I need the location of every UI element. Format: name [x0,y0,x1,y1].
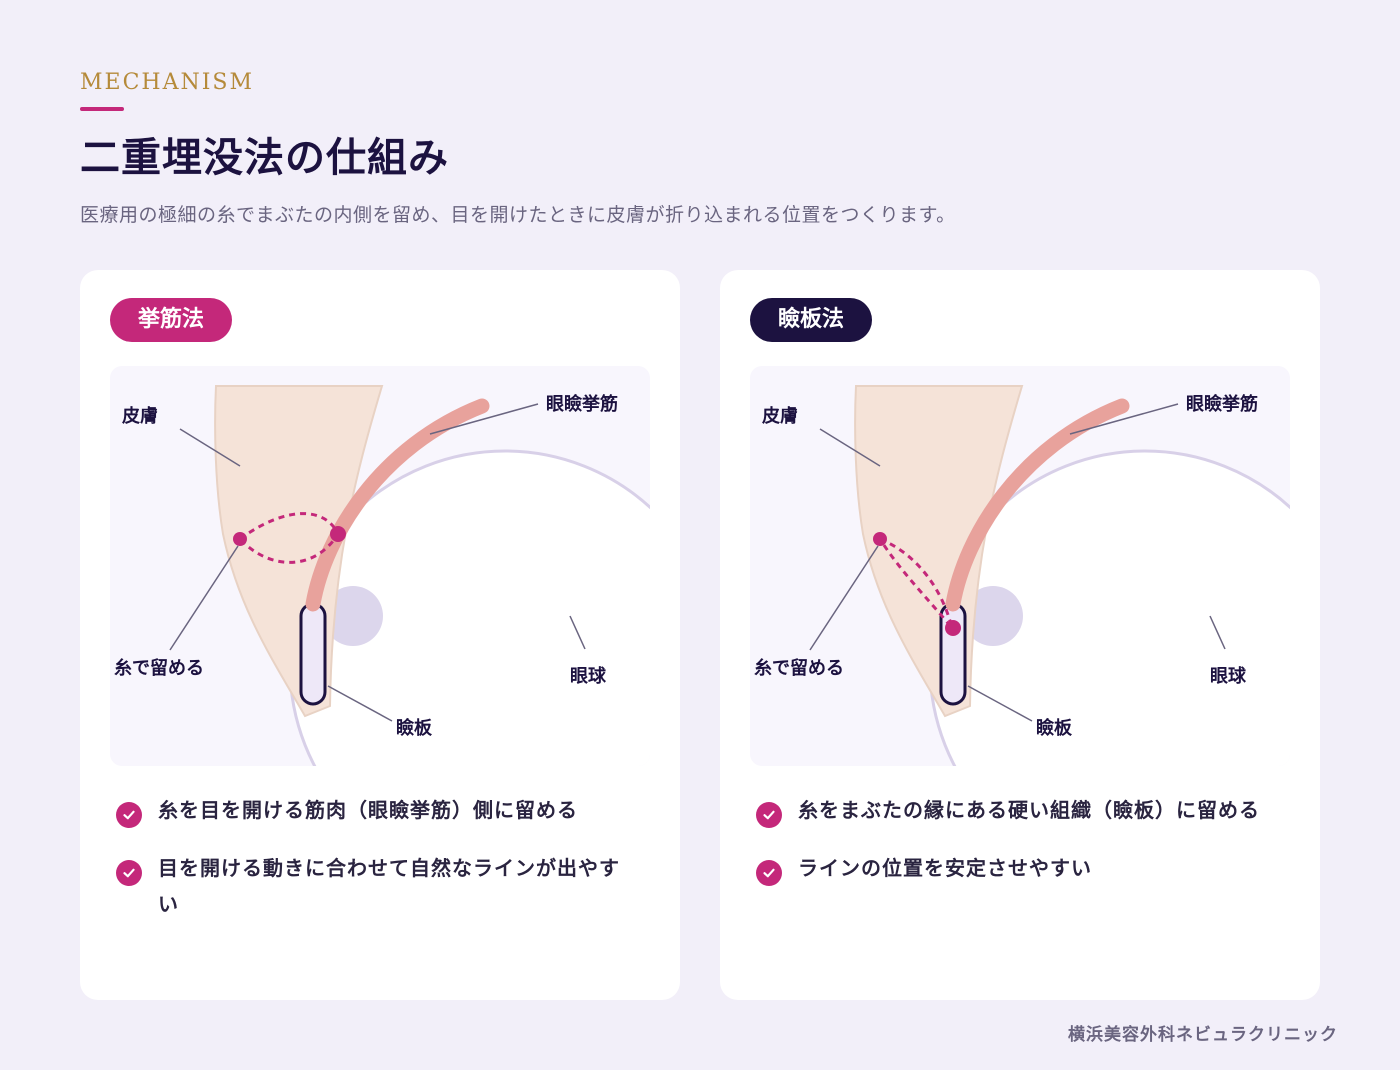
skin-shape [214,385,384,718]
skin-shape [854,385,1024,718]
page-subtitle: 医療用の極細の糸でまぶたの内側を留め、目を開けたときに皮膚が折り込まれる位置をつ… [80,204,956,226]
tarsus-leader-line [967,685,1033,722]
tarsus-shape [939,602,967,706]
label-muscle: 眼瞼挙筋 [546,393,618,415]
feature-item: 糸をまぶたの縁にある硬い組織（瞼板）に留める [756,792,1276,828]
thread-leader-line [169,545,239,651]
check-icon [756,802,782,828]
skin-leader-line [179,428,241,467]
section-eyebrow: MECHANISM [80,70,255,95]
feature-text: 糸を目を開ける筋肉（眼瞼挙筋）側に留める [158,798,578,822]
thread-anchor-skin [233,532,247,546]
label-eyeball: 眼球 [1210,666,1247,687]
check-icon [116,802,142,828]
card-tarsal-method: 瞼板法 皮膚 眼瞼挙筋 糸で留める 眼球 瞼板 [720,270,1320,1000]
label-thread: 糸で留める [754,657,844,679]
eyeball-leader-line [1209,615,1226,650]
label-skin: 皮膚 [122,405,158,427]
eyebrow-underline [80,107,124,111]
label-muscle: 眼瞼挙筋 [1186,393,1258,415]
card-levator-method: 挙筋法 皮膚 眼瞼挙筋 糸で留める 眼球 瞼板 [80,270,680,1000]
label-skin: 皮膚 [762,405,798,427]
check-icon [756,860,782,886]
eyelid-diagram: 皮膚 眼瞼挙筋 糸で留める 眼球 瞼板 [110,366,650,766]
method-badge: 挙筋法 [110,298,233,342]
thread-anchor-muscle [330,526,346,542]
feature-item: 目を開ける動きに合わせて自然なラインが出やすい [116,850,636,922]
feature-item: 糸を目を開ける筋肉（眼瞼挙筋）側に留める [116,792,636,828]
eyelid-diagram-svg: 皮膚 眼瞼挙筋 糸で留める 眼球 瞼板 [114,385,650,766]
page-title: 二重埋没法の仕組み [80,135,449,181]
cornea-shape [963,586,1023,646]
tarsus-shape [299,602,327,706]
thread-anchor-skin [873,532,887,546]
eyelid-diagram-svg: 皮膚 眼瞼挙筋 糸で留める 眼球 瞼板 [754,385,1290,766]
feature-text: 糸をまぶたの縁にある硬い組織（瞼板）に留める [798,798,1260,822]
check-icon [116,860,142,886]
levator-muscle-shape [305,398,490,612]
thread-leader-line [809,545,879,651]
tarsus-leader-line [327,685,393,722]
feature-text: ラインの位置を安定させやすい [798,856,1092,880]
feature-list: 糸をまぶたの縁にある硬い組織（瞼板）に留める ラインの位置を安定させやすい [756,792,1276,908]
method-badge: 瞼板法 [750,298,873,342]
thread-anchor-tarsus [945,620,961,636]
label-thread: 糸で留める [114,657,204,679]
clinic-name: 横浜美容外科ネビュラクリニック [1068,1025,1338,1045]
eyeball-leader-line [569,615,586,650]
cornea-shape [323,586,383,646]
feature-list: 糸を目を開ける筋肉（眼瞼挙筋）側に留める 目を開ける動きに合わせて自然なラインが… [116,792,636,944]
levator-muscle-shape [945,398,1130,612]
feature-item: ラインの位置を安定させやすい [756,850,1276,886]
muscle-leader-line [429,403,539,435]
eyelid-diagram: 皮膚 眼瞼挙筋 糸で留める 眼球 瞼板 [750,366,1290,766]
label-eyeball: 眼球 [570,666,607,687]
feature-text: 目を開ける動きに合わせて自然なラインが出やすい [158,856,620,916]
label-tarsus: 瞼板 [1036,717,1073,739]
muscle-leader-line [1069,403,1179,435]
skin-leader-line [819,428,881,467]
label-tarsus: 瞼板 [396,717,433,739]
